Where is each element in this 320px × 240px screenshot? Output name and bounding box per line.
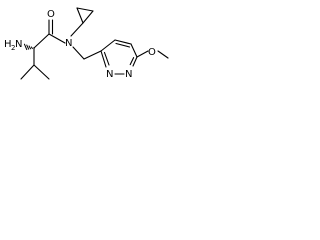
- bond-ring-c6-n1: [132, 56, 138, 67]
- stereo-hash-wedge: [23, 43, 35, 51]
- carbonyl-oxygen-label: O: [47, 9, 55, 20]
- bond-calpha-carbonyl: [33, 33, 50, 49]
- bond-amide-n-methylene: [72, 46, 85, 60]
- bond-isopropyl-methyl-left: [20, 64, 35, 80]
- bond-carbonyl-amide-n: [48, 33, 66, 44]
- pyridazine-n1-label: N: [125, 69, 132, 80]
- bond-ring-ether-o: [136, 50, 149, 58]
- amine-n-label: N: [15, 39, 22, 50]
- bond-ring-c4-c5-a: [114, 39, 132, 45]
- bond-cyclopropyl-3: [82, 10, 94, 24]
- structure-diagram: H 2 N O N N N O: [4, 7, 169, 80]
- bond-ring-c6-n1-b: [129, 57, 135, 66]
- bond-group: [20, 7, 169, 80]
- bond-ring-n2-c3: [100, 50, 107, 68]
- ether-oxygen-label: O: [148, 47, 156, 58]
- bond-isopropyl-methyl-right: [33, 64, 50, 80]
- bond-ring-c5-c6: [130, 43, 138, 58]
- bond-cyclopropyl-2: [76, 7, 94, 12]
- pyridazine-n2-label: N: [106, 69, 113, 80]
- amine-subscript-label: 2: [11, 44, 15, 52]
- atom-labels: H 2 N O N N N O: [4, 9, 156, 80]
- bond-methylene-ring: [83, 50, 102, 60]
- bond-amide-n-cyclopropyl: [70, 22, 84, 37]
- bond-cyclopropyl-1: [76, 7, 84, 24]
- bond-ring-n2-c3-b: [103, 51, 110, 66]
- amide-nitrogen-label: N: [65, 38, 72, 49]
- bond-ring-c3-c4: [100, 39, 116, 52]
- amine-h-label: H: [4, 39, 12, 50]
- bond-ether-methyl: [157, 50, 169, 59]
- bond-ring-c4-c5-b: [115, 42, 131, 48]
